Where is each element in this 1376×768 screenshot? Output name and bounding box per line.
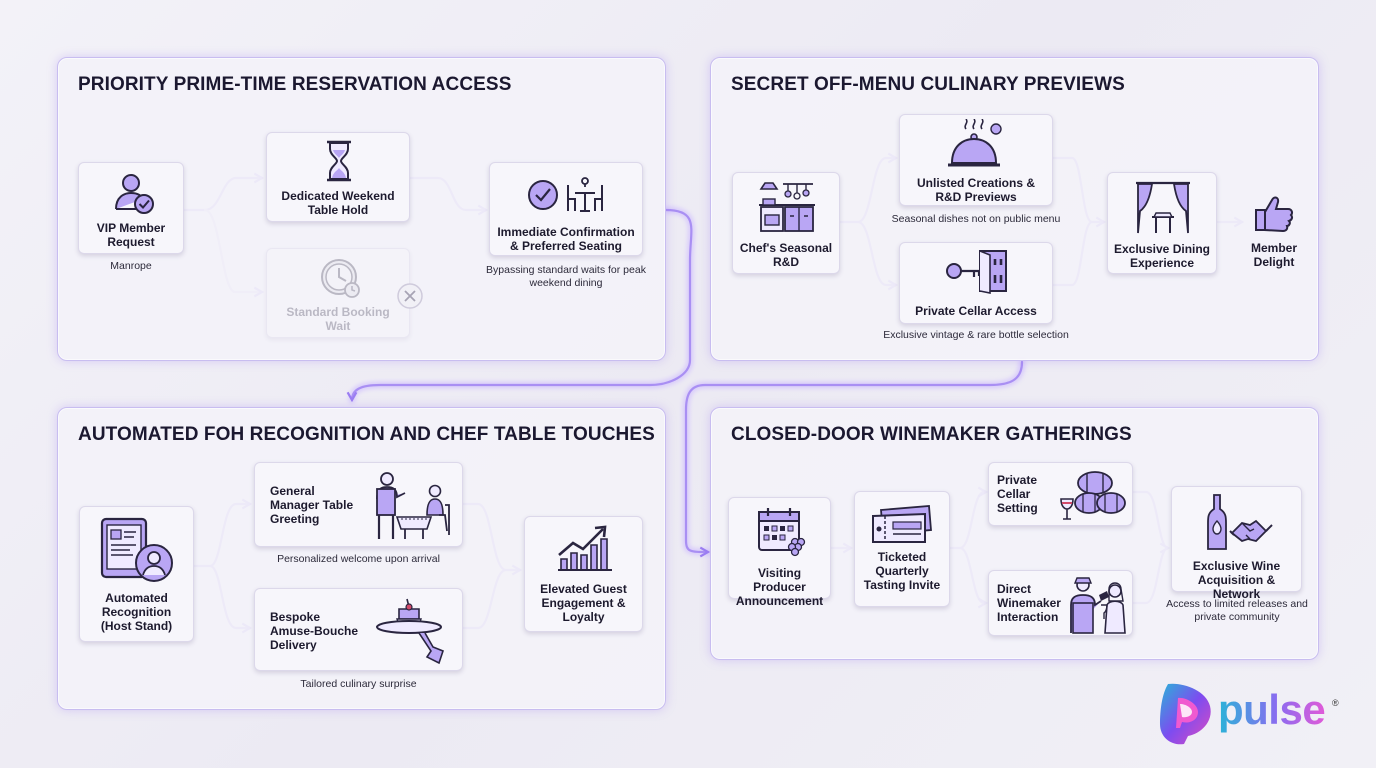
immediate-confirmation-label: Immediate Confirmation & Preferred Seati…: [497, 225, 635, 253]
automated-recognition-label: Automated Recognition (Host Stand): [100, 591, 173, 633]
exclusive-wine-label: Exclusive Wine Acquisition & Network: [1192, 559, 1281, 601]
check-table-icon: [528, 177, 603, 212]
unlisted-creations-caption: Seasonal dishes not on public menu: [891, 213, 1061, 225]
thumbs-up-icon: [1255, 196, 1294, 233]
private-cellar-access-caption: Exclusive vintage & rare bottle selectio…: [883, 329, 1069, 341]
gm-greeting-caption: Personalized welcome upon arrival: [277, 553, 440, 565]
ticket-icon: [872, 505, 932, 543]
panel-title: AUTOMATED FOH RECOGNITION AND CHEF TABLE…: [78, 424, 655, 445]
private-cellar-setting-node: Private Cellar Setting: [988, 462, 1133, 526]
unlisted-creations-node: Unlisted Creations & R&D Previews: [899, 114, 1053, 206]
brand-name: pulse: [1218, 686, 1326, 733]
kitchen-icon: [759, 182, 815, 232]
exclusive-wine-caption: Access to limited releases and private c…: [1166, 598, 1308, 623]
vip-member-request-caption: Manrope: [110, 260, 152, 272]
ticketed-tasting-label: Ticketed Quarterly Tasting Invite: [863, 550, 941, 592]
private-cellar-access-node: Private Cellar Access: [899, 242, 1053, 324]
direct-winemaker-label: Direct Winemaker Interaction: [997, 582, 1061, 624]
manager-greeting-icon: [376, 472, 450, 539]
amuse-bouche-node: Bespoke Amuse-Bouche Delivery: [254, 588, 463, 671]
tablet-user-icon: [100, 517, 173, 582]
pulse-logo-icon: [1160, 683, 1211, 745]
cloche-icon: [948, 119, 1002, 167]
clock-icon: [321, 259, 360, 298]
wine-handshake-icon: [1207, 494, 1273, 550]
visiting-producer-label: Visiting Producer Announcement: [735, 566, 824, 608]
panel-title: SECRET OFF-MENU CULINARY PREVIEWS: [731, 74, 1125, 95]
registered-mark: ®: [1332, 698, 1339, 708]
gm-greeting-node: General Manager Table Greeting: [254, 462, 463, 547]
visiting-producer-node: Visiting Producer Announcement: [728, 497, 831, 608]
dedicated-table-hold-label: Dedicated Weekend Table Hold: [281, 189, 395, 217]
immediate-confirmation-node: Immediate Confirmation & Preferred Seati…: [489, 162, 643, 256]
standard-booking-wait-label: Standard Booking Wait: [286, 305, 390, 333]
user-check-icon: [115, 174, 154, 214]
chefs-seasonal-rnd-node: Chef's Seasonal R&D: [732, 172, 840, 274]
standard-booking-wait-node: Standard Booking Wait: [266, 248, 410, 338]
private-cellar-access-label: Private Cellar Access: [915, 304, 1037, 318]
vip-member-request-node: VIP Member Request: [78, 162, 184, 254]
chefs-seasonal-rnd-label: Chef's Seasonal R&D: [739, 241, 833, 269]
dedicated-table-hold-node: Dedicated Weekend Table Hold: [266, 132, 410, 222]
direct-winemaker-node: Direct Winemaker Interaction: [988, 570, 1133, 636]
pulse-logo: pulse ®: [1154, 680, 1354, 750]
calendar-grapes-icon: [758, 508, 806, 557]
growth-chart-icon: [558, 525, 612, 571]
exclusive-dining-node: Exclusive Dining Experience: [1107, 172, 1217, 274]
guest-engagement-node: Elevated Guest Engagement & Loyalty: [524, 516, 643, 632]
exclusive-dining-label: Exclusive Dining Experience: [1113, 242, 1211, 270]
amuse-bouche-label: Bespoke Amuse-Bouche Delivery: [270, 610, 359, 652]
ticketed-tasting-node: Ticketed Quarterly Tasting Invite: [854, 491, 950, 607]
amuse-bouche-caption: Tailored culinary surprise: [300, 678, 417, 690]
guest-engagement-label: Elevated Guest Engagement & Loyalty: [540, 582, 627, 624]
amuse-bouche-icon: [376, 598, 444, 665]
panel-title: CLOSED-DOOR WINEMAKER GATHERINGS: [731, 424, 1132, 445]
automated-recognition-node: Automated Recognition (Host Stand): [79, 506, 194, 642]
unlisted-creations-label: Unlisted Creations & R&D Previews: [916, 176, 1036, 204]
gm-greeting-label: General Manager Table Greeting: [270, 484, 354, 526]
hourglass-icon: [327, 140, 351, 182]
panel-title: PRIORITY PRIME-TIME RESERVATION ACCESS: [78, 74, 512, 95]
exclusive-wine-node: Exclusive Wine Acquisition & Network: [1171, 486, 1302, 601]
key-cellar-icon: [946, 250, 1007, 294]
barrels-icon: [1060, 471, 1126, 520]
close-icon: [397, 283, 423, 309]
member-delight-node: Member Delight: [1244, 194, 1304, 270]
member-delight-label: Member Delight: [1250, 241, 1297, 269]
curtain-table-icon: [1136, 181, 1190, 234]
vip-member-request-label: VIP Member Request: [96, 221, 166, 249]
immediate-confirmation-caption: Bypassing standard waits for peak weeken…: [486, 264, 646, 289]
private-cellar-setting-label: Private Cellar Setting: [997, 473, 1038, 515]
winemaker-icon: [1070, 577, 1126, 634]
